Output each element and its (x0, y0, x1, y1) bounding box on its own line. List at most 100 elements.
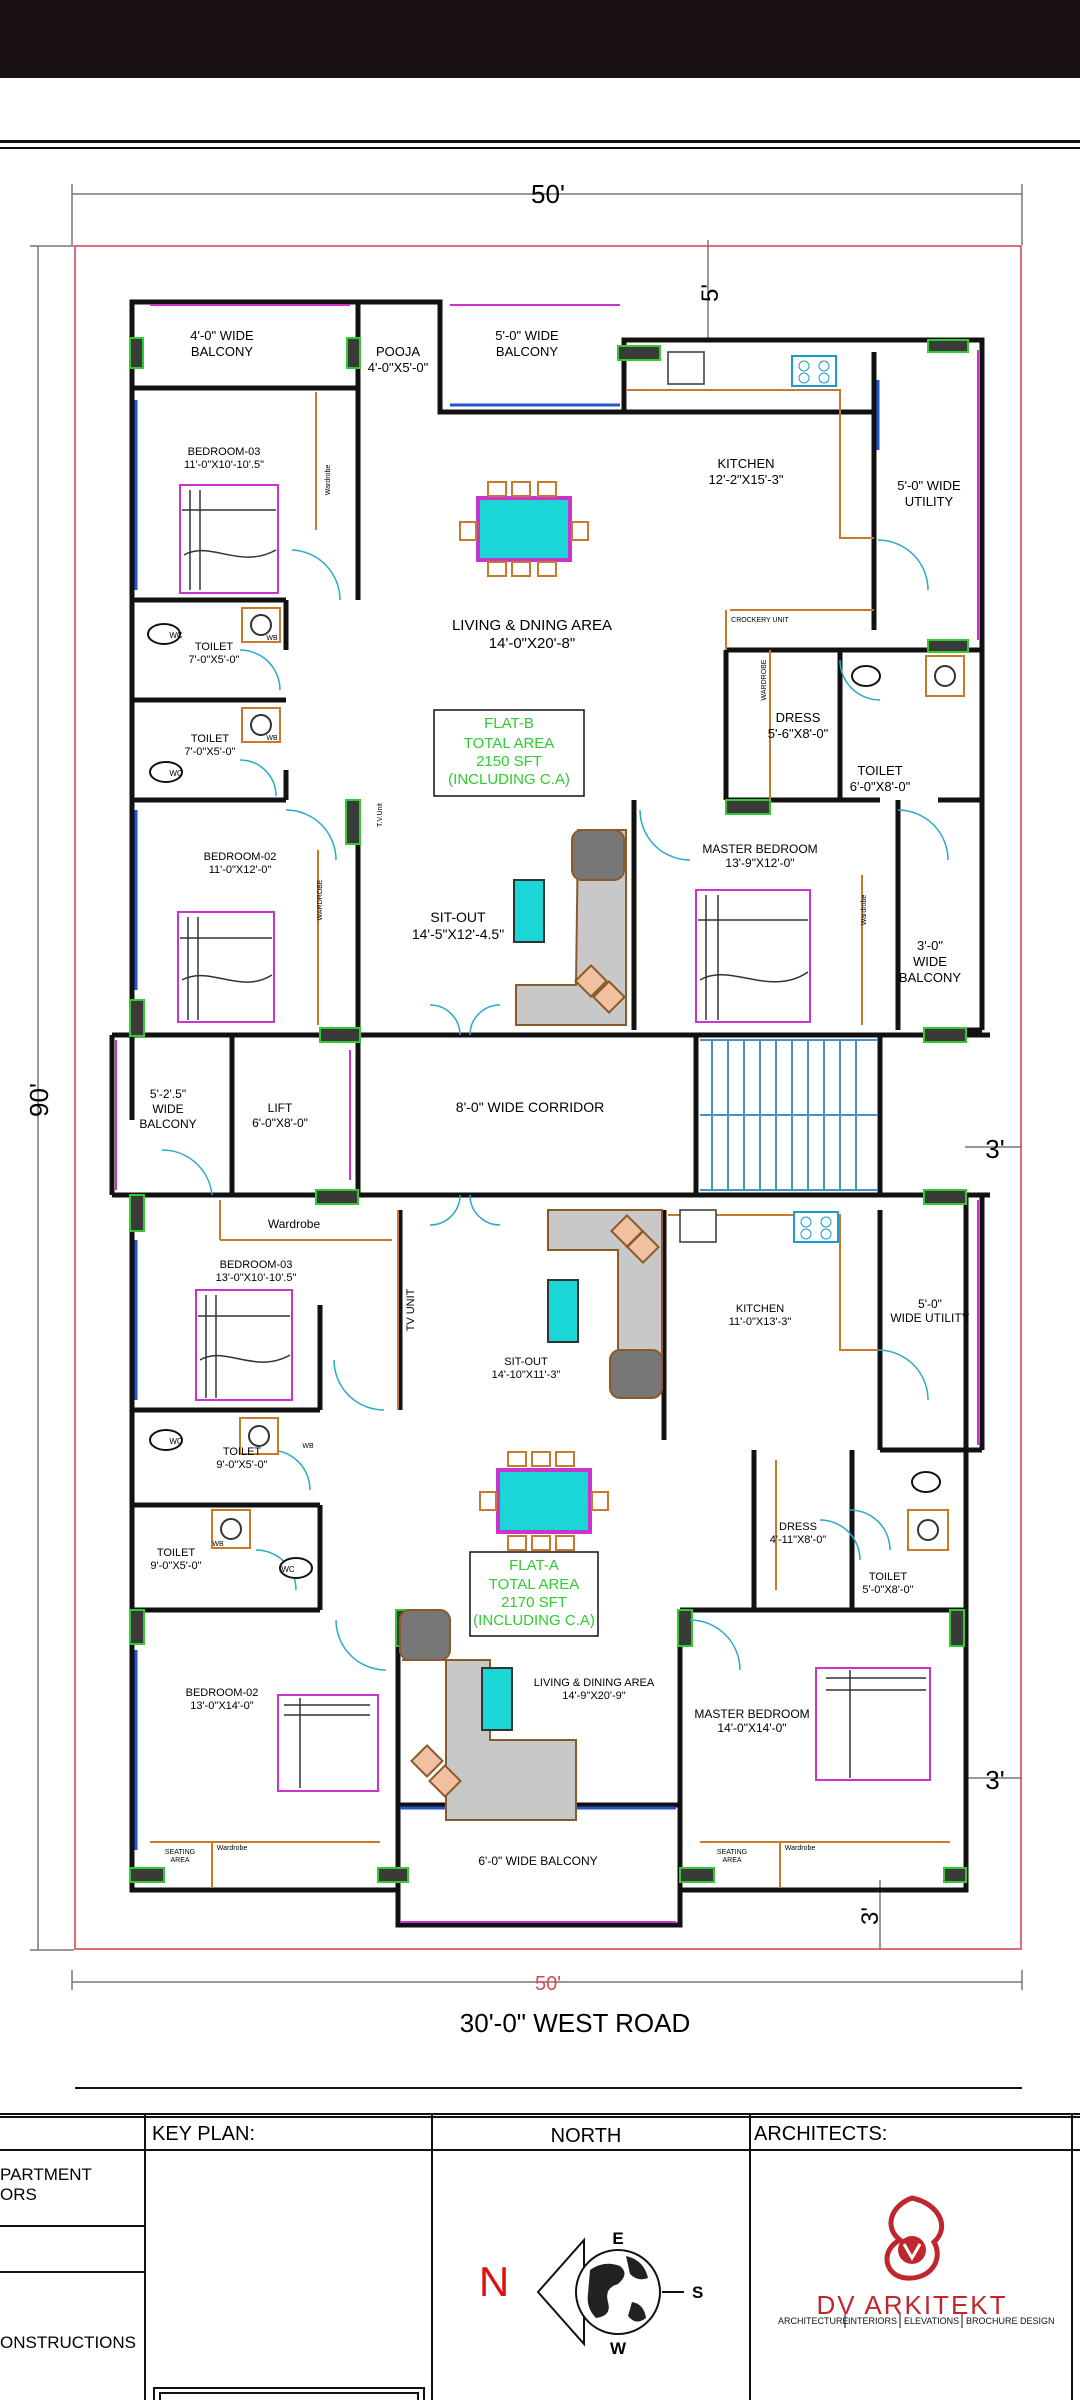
top-dark-bar (0, 0, 1080, 78)
dim-top-setback: 5' (697, 284, 724, 302)
built-ins (150, 389, 950, 1888)
compass-w: W (610, 2339, 627, 2358)
label-wc-b2: WC (169, 769, 183, 778)
label-wardrobe-a-right: Wardrobe (785, 1845, 816, 1852)
logo-name: DV ARKITEKT (816, 2290, 1007, 2320)
label-wc-a1: WC (169, 1437, 183, 1446)
dim-left-height: 90' (24, 1083, 54, 1117)
sofa-b (513, 829, 627, 1026)
header-rule (0, 140, 1080, 143)
logo-tag-architecture: ARCHITECTURE (778, 2316, 849, 2326)
logo-tag-interiors: INTERIORS (848, 2316, 897, 2326)
label-wc-a2: WC (281, 1565, 295, 1574)
area-box-b (433, 709, 585, 797)
area-box-a (469, 1551, 599, 1637)
dim-top-width: 50' (531, 179, 565, 209)
label-utility-a: 5'-0"WIDE UTILITY (890, 1297, 969, 1325)
dimension-lines (30, 184, 1023, 1990)
plot-boundary (74, 245, 1022, 1950)
door-swings (161, 539, 949, 1671)
key-plan-label: KEY PLAN: (152, 2123, 255, 2145)
title-left-line3: ONSTRUCTIONS (0, 2333, 136, 2352)
dv-arkitekt-logo: DV ARKITEKT ARCHITECTURE INTERIORS ELEVA… (778, 2195, 1055, 2328)
dim-bottom-width: 50' (535, 1973, 561, 1995)
compass-e: E (612, 2229, 623, 2248)
railings (115, 304, 979, 1923)
dining-table-a (479, 1451, 609, 1551)
north-label: NORTH (551, 2125, 622, 2147)
label-wardrobe-caps-b: WARDROBE (317, 879, 324, 920)
wash-basins (211, 607, 965, 1551)
columns (129, 337, 969, 1883)
label-corridor: 8'-0" WIDE CORRIDOR (456, 1099, 604, 1115)
label-wb-a1: WB (302, 1443, 314, 1450)
floor-plan: 50' 90' 5' 3' 3' 3' 50' 30'-0" WEST ROAD (24, 179, 1023, 2089)
label-wardrobe-small-b: Wardrobe (861, 895, 868, 926)
label-wb-a2: WB (212, 1541, 224, 1548)
label-tv-unit-b: T.V.Unit (377, 803, 384, 827)
compass-n: N (479, 2258, 509, 2305)
dim-bottom-setback: 3' (857, 1907, 884, 1925)
logo-tag-brochure: BROCHURE DESIGN (966, 2316, 1055, 2326)
beds (177, 484, 931, 1792)
staircase (700, 1039, 878, 1191)
label-wb-b1: WB (266, 635, 278, 642)
label-wardrobe-a-left: Wardrobe (217, 1845, 248, 1852)
label-tv-unit-a: TV UNIT (405, 1288, 417, 1331)
architects-label: ARCHITECTS: (754, 2123, 887, 2145)
title-left-line2: ORS (0, 2185, 37, 2204)
sofa-a (547, 1209, 663, 1399)
compass-s: S (692, 2283, 703, 2302)
compass-icon: N E S W (479, 2229, 704, 2358)
road-label: 30'-0" WEST ROAD (460, 2008, 690, 2038)
label-crockery: CROCKERY UNIT (731, 617, 789, 624)
header-rule-thin (0, 147, 1080, 149)
dim-right-setback-lower: 3' (985, 1765, 1004, 1795)
label-wc-b1: WC (169, 631, 183, 640)
title-left-line1: PARTMENT (0, 2165, 92, 2184)
dimension-labels: 50' 90' 5' 3' 3' 3' 50' 30'-0" WEST ROAD (24, 179, 1005, 2038)
kitchen-fixtures (667, 351, 839, 1243)
bed-details (180, 490, 926, 1788)
logo-tag-elevations: ELEVATIONS (904, 2316, 959, 2326)
dining-table-b (459, 481, 589, 577)
label-wardrobe-a: Wardrobe (268, 1217, 321, 1231)
label-wardrobe-master-b: WARDROBE (761, 659, 768, 700)
wc-fixtures (147, 623, 941, 1579)
label-balcony-bottom-a: 6'-0" WIDE BALCONY (478, 1854, 597, 1868)
label-wardrobe-b: Wardrobe (325, 465, 332, 496)
